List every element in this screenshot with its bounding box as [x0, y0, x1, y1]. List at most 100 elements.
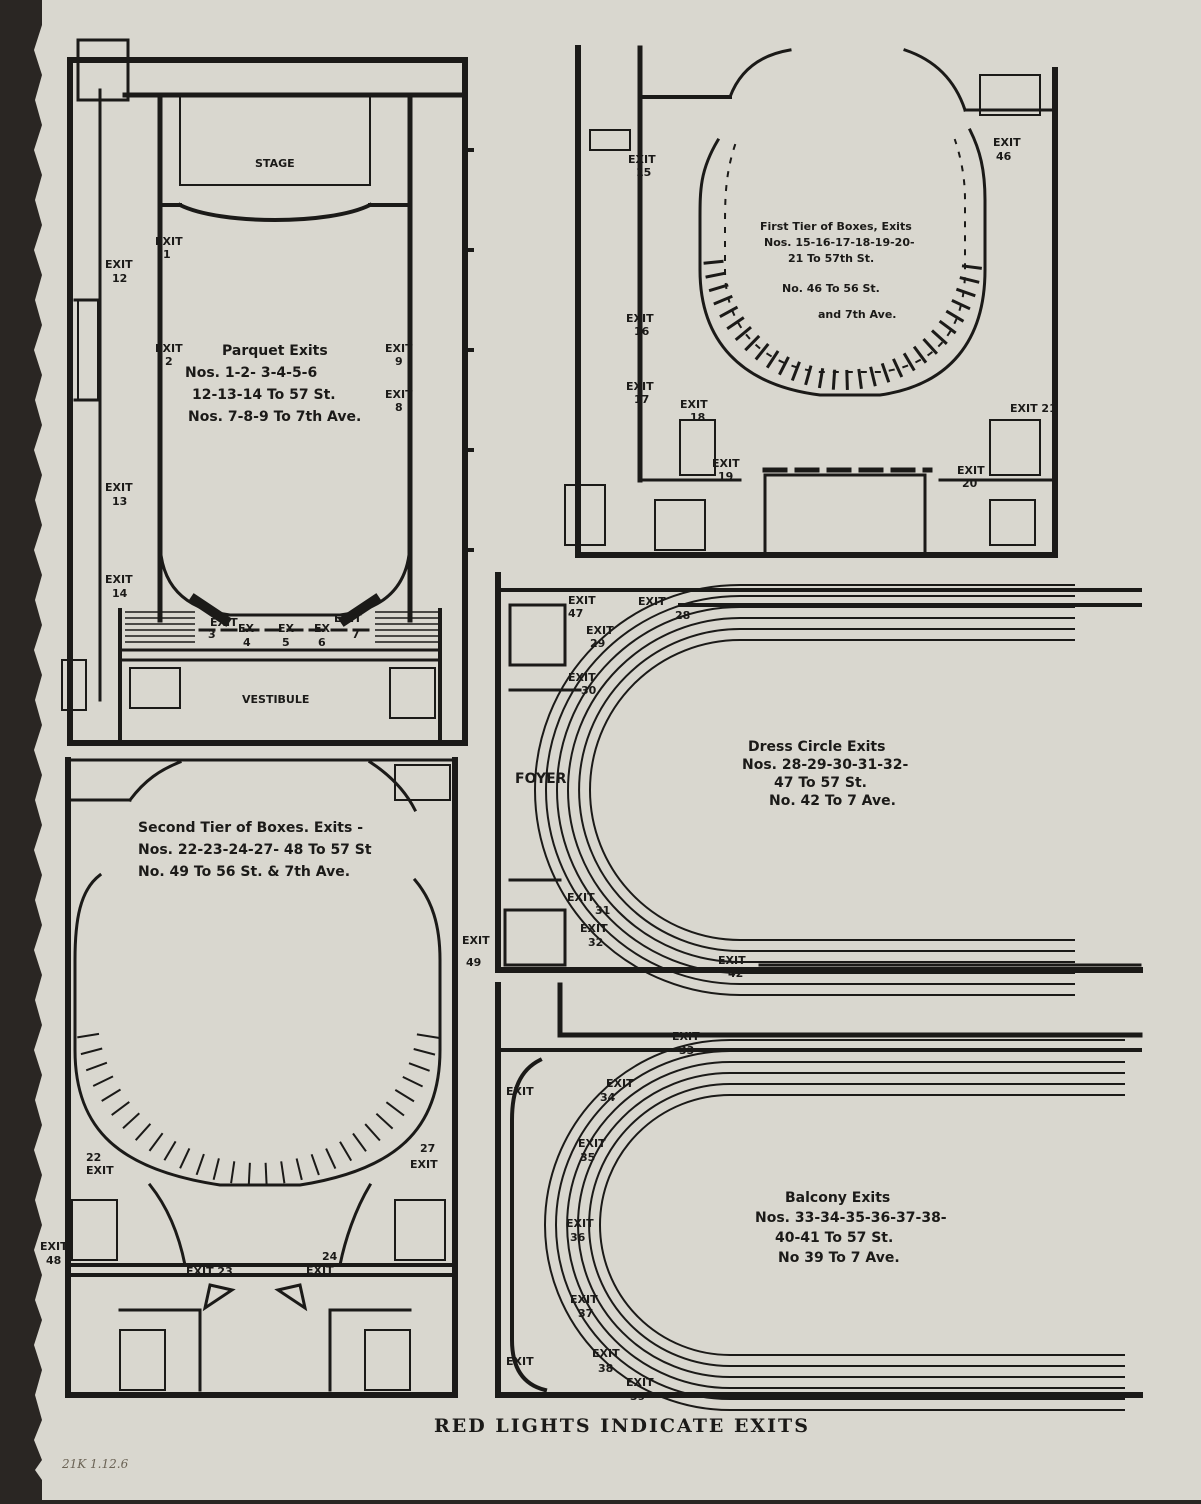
- second-tier-box-partition: [230, 1161, 236, 1184]
- second-tier-box-partition: [148, 1132, 164, 1152]
- exit-13-number: 13: [112, 495, 127, 508]
- balcony-tier-line: [544, 1039, 1125, 1411]
- exit-2-number: 2: [165, 355, 173, 368]
- dress-circle-tier-line: [534, 584, 1075, 996]
- first-tier-box-partition: [713, 294, 733, 306]
- dress-circle-tier-line: [545, 595, 1075, 985]
- exit-27-label: EXIT: [410, 1158, 438, 1171]
- second-tier-box-partition: [364, 1123, 381, 1142]
- exit-12-label: EXIT: [105, 258, 133, 271]
- balcony-plan: Balcony Exits Nos. 33-34-35-36-37-38- 40…: [495, 982, 1143, 1403]
- exit-17-label: EXIT: [626, 380, 654, 393]
- exit-22-number: 22: [86, 1151, 101, 1164]
- second-tier-box-partition: [402, 1076, 424, 1088]
- dress-circle-line-4: No. 42 To 7 Ave.: [769, 793, 896, 809]
- second-tier-box-partition: [408, 1062, 430, 1072]
- exit-18-label: EXIT: [680, 398, 708, 411]
- parquet-plan: STAGE Parquet Exits Nos. 1-2- 3-4-5-6 12…: [61, 38, 474, 746]
- second-tier-box-partition: [352, 1132, 367, 1152]
- first-tier-box-partition: [765, 350, 780, 369]
- balcony-line-3: 40-41 To 57 St.: [775, 1230, 893, 1246]
- exit-9-number: 9: [395, 355, 403, 368]
- second-tier-box-partition: [375, 1112, 394, 1130]
- second-tier-box-partition: [85, 1061, 108, 1072]
- balcony-line-1: Balcony Exits: [785, 1190, 890, 1206]
- balcony-line-2: Nos. 33-34-35-36-37-38-: [755, 1210, 947, 1226]
- second-tier-box-partition: [101, 1088, 122, 1102]
- first-tier-box-partition: [744, 334, 761, 352]
- first-tier-box-partition: [955, 287, 976, 298]
- exit-12-number: 12: [112, 272, 127, 285]
- first-tier-box-partition: [961, 264, 982, 270]
- exit-47-number: 47: [568, 607, 583, 620]
- exit-8-label: EXIT: [385, 388, 413, 401]
- exit-46-label: EXIT: [993, 136, 1021, 149]
- first-tier-box-partition: [804, 365, 813, 386]
- exit-39-number: 39: [630, 1390, 645, 1403]
- exit-2-label: EXIT: [155, 342, 183, 355]
- balcony-line-4: No 39 To 7 Ave.: [778, 1250, 900, 1266]
- exit-23-label: EXIT 23: [186, 1265, 233, 1278]
- first-tier-box-partition: [778, 356, 790, 376]
- second-tier-box-partition: [394, 1089, 415, 1103]
- exit-14-label: EXIT: [105, 573, 133, 586]
- second-tier-box-partition: [385, 1101, 405, 1117]
- balcony-tier-line: [555, 1050, 1125, 1400]
- second-tier-box-partition: [310, 1153, 320, 1176]
- exit-47-label: EXIT: [568, 594, 596, 607]
- exit-19-label: EXIT: [712, 457, 740, 470]
- second-tier-box-partition: [80, 1047, 103, 1056]
- second-tier-box-partition: [325, 1148, 337, 1170]
- first-tier-box-partition: [817, 368, 825, 389]
- second-tier-box-partition: [122, 1112, 140, 1129]
- second-tier-box-partition: [280, 1161, 286, 1184]
- exit-28-label: EXIT: [638, 595, 666, 608]
- exit-1-number: 1: [163, 248, 171, 261]
- second-tier-line-1: Second Tier of Boxes. Exits -: [138, 820, 363, 836]
- exit-48-label: EXIT: [40, 1240, 68, 1253]
- exit-15-label: EXIT: [628, 153, 656, 166]
- first-tier-box-partition: [892, 358, 904, 378]
- exit-16-number: 16: [634, 325, 650, 338]
- generated-floor-lines: [77, 259, 1125, 1411]
- balcony-exit-left-bottom: EXIT: [506, 1355, 534, 1368]
- second-tier-box-partition: [92, 1075, 114, 1087]
- exit-8-number: 8: [395, 401, 403, 414]
- first-tier-box-partition: [912, 345, 928, 364]
- exit-22-label: EXIT: [86, 1164, 114, 1177]
- exit-33-number: 33: [679, 1044, 694, 1057]
- parquet-title: Parquet Exits: [222, 343, 328, 359]
- dress-circle-line-1: Dress Circle Exits: [748, 739, 885, 755]
- second-tier-box-partition: [413, 1048, 436, 1056]
- dress-circle-tier-line: [589, 639, 1075, 941]
- first-tier-box-partition: [703, 259, 724, 265]
- exit-4-number: 4: [243, 636, 251, 649]
- second-tier-box-partition: [195, 1153, 205, 1176]
- second-tier-box-partition: [339, 1141, 353, 1162]
- exit-39-label: EXIT: [626, 1376, 654, 1389]
- exit-49-label: EXIT: [462, 934, 490, 947]
- second-tier-box-partition: [77, 1032, 100, 1039]
- parquet-line-3: Nos. 7-8-9 To 7th Ave.: [188, 409, 361, 425]
- first-tier-line-5: and 7th Ave.: [818, 308, 896, 321]
- exit-24-label: EXIT: [306, 1264, 334, 1277]
- parquet-line-2: 12-13-14 To 57 St.: [192, 387, 336, 403]
- exit-5-label: EX: [278, 622, 295, 635]
- exit-34-number: 34: [600, 1091, 616, 1104]
- first-tier-box-partition: [959, 276, 980, 284]
- first-tier-box-partition: [930, 329, 948, 346]
- exit-14-number: 14: [112, 587, 128, 600]
- first-tier-box-partition: [880, 362, 891, 383]
- exit-38-number: 38: [598, 1362, 613, 1375]
- balcony-tier-line: [599, 1094, 1125, 1356]
- first-tier-box-partition: [951, 299, 971, 311]
- first-tier-plan: First Tier of Boxes, Exits Nos. 15-16-17…: [564, 45, 1058, 558]
- exit-24-number: 24: [322, 1250, 338, 1263]
- exit-48-number: 48: [46, 1254, 61, 1267]
- exit-32-number: 32: [588, 936, 603, 949]
- exit-33-label: EXIT: [672, 1030, 700, 1043]
- second-tier-line-3: No. 49 To 56 St. & 7th Ave.: [138, 864, 350, 880]
- first-tier-box-partition: [831, 369, 837, 390]
- exit-34-label: EXIT: [606, 1077, 634, 1090]
